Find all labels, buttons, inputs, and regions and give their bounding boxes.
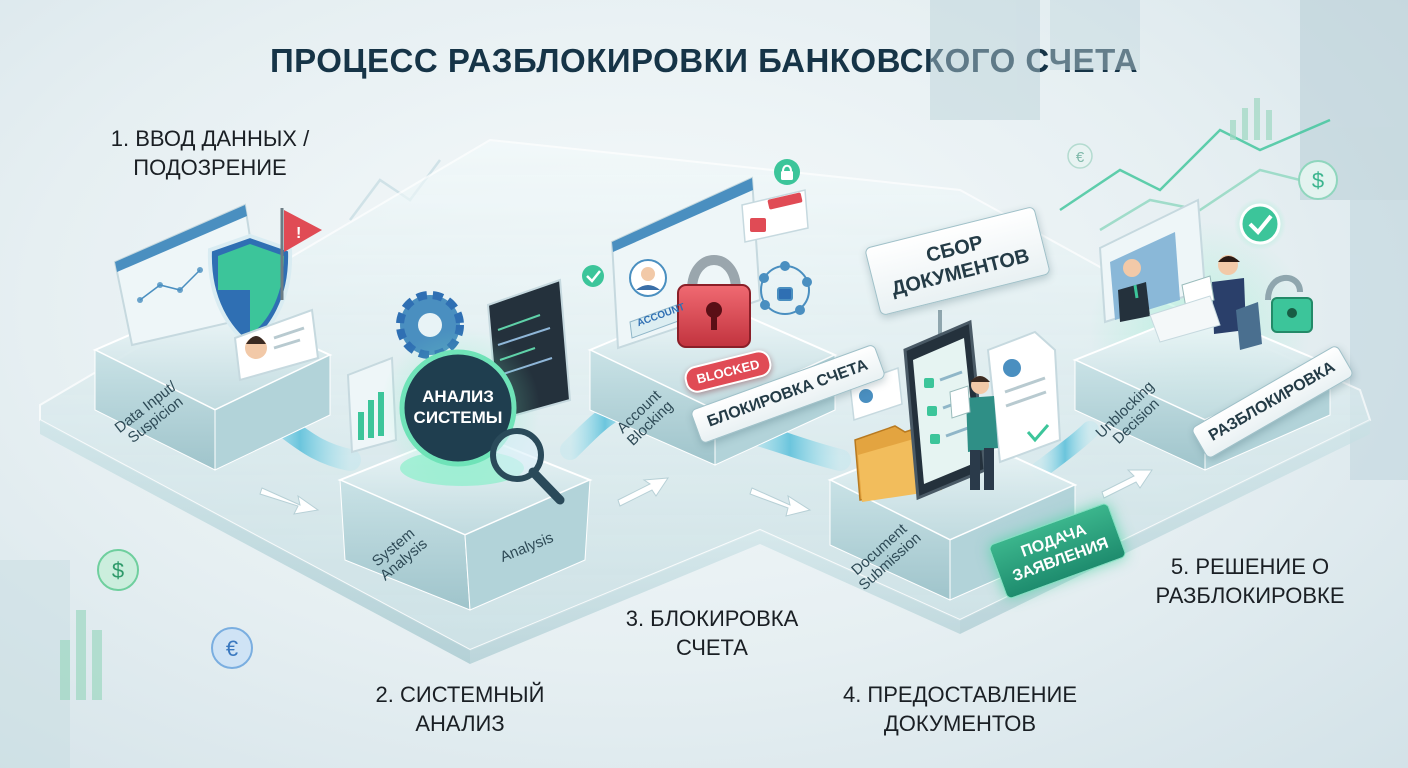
dollar-coin-icon: $ (1298, 160, 1338, 200)
magnifier-icon (490, 428, 565, 505)
step-5-label: 5. РЕШЕНИЕ О РАЗБЛОКИРОВКЕ (1120, 552, 1380, 610)
svg-text:$: $ (112, 558, 124, 583)
euro-coin-icon: € (1067, 143, 1093, 169)
step-2-label-line1: 2. СИСТЕМНЫЙ (375, 682, 545, 707)
step-3-label-line2: СЧЕТА (676, 635, 748, 660)
svg-text:!: ! (296, 225, 301, 242)
user-profile-card (233, 308, 320, 382)
step-5-label-line2: РАЗБЛОКИРОВКЕ (1155, 583, 1345, 608)
person-with-document (949, 376, 998, 490)
check-badge-icon (582, 265, 604, 287)
lock-network-icon (759, 261, 812, 315)
step-1-label-line1: 1. ВВОД ДАННЫХ / (110, 126, 310, 151)
step-3-label: 3. БЛОКИРОВКА СЧЕТА (582, 604, 842, 662)
svg-text:€: € (1076, 149, 1085, 166)
bank-officer (1149, 255, 1262, 350)
euro-coin-icon: € (211, 627, 253, 669)
step-4-label-line1: 4. ПРЕДОСТАВЛЕНИЕ (842, 682, 1078, 707)
approved-check-icon (1234, 198, 1286, 250)
analysis-system-label: АНАЛИЗ СИСТЕМЫ (400, 386, 516, 428)
step-5-label-line1: 5. РЕШЕНИЕ О (1170, 554, 1330, 579)
alert-flag-icon: ! (280, 208, 322, 300)
analysis-line2: СИСТЕМЫ (413, 408, 503, 427)
document-sheet-icon (986, 330, 1062, 464)
step-4-label: 4. ПРЕДОСТАВЛЕНИЕ ДОКУМЕНТОВ (830, 680, 1090, 738)
step-3-label-line1: 3. БЛОКИРОВКА (625, 606, 799, 631)
dollar-coin-icon: $ (97, 549, 139, 591)
padlock-unlocked-icon (1265, 274, 1313, 333)
step-2-label-line2: АНАЛИЗ (415, 711, 505, 736)
green-lock-badge-icon (774, 159, 800, 185)
padlock-locked-icon (677, 255, 751, 348)
step-4-label-line2: ДОКУМЕНТОВ (883, 711, 1037, 736)
page-title: ПРОЦЕСС РАЗБЛОКИРОВКИ БАНКОВСКОГО СЧЕТА (269, 42, 1139, 79)
step-2-label: 2. СИСТЕМНЫЙ АНАЛИЗ (330, 680, 590, 738)
step-1-label: 1. ВВОД ДАННЫХ / ПОДОЗРЕНИЕ (80, 124, 340, 182)
flow-arrows (259, 469, 1153, 517)
step-1-label-line2: ПОДОЗРЕНИЕ (133, 155, 287, 180)
analysis-line1: АНАЛИЗ (422, 387, 494, 406)
background-bars (60, 98, 1272, 700)
blocked-alert-card (741, 189, 809, 243)
svg-text:$: $ (1312, 168, 1324, 193)
svg-text:€: € (226, 636, 238, 661)
tablet-device (903, 319, 987, 501)
video-call-screen (1098, 198, 1207, 324)
